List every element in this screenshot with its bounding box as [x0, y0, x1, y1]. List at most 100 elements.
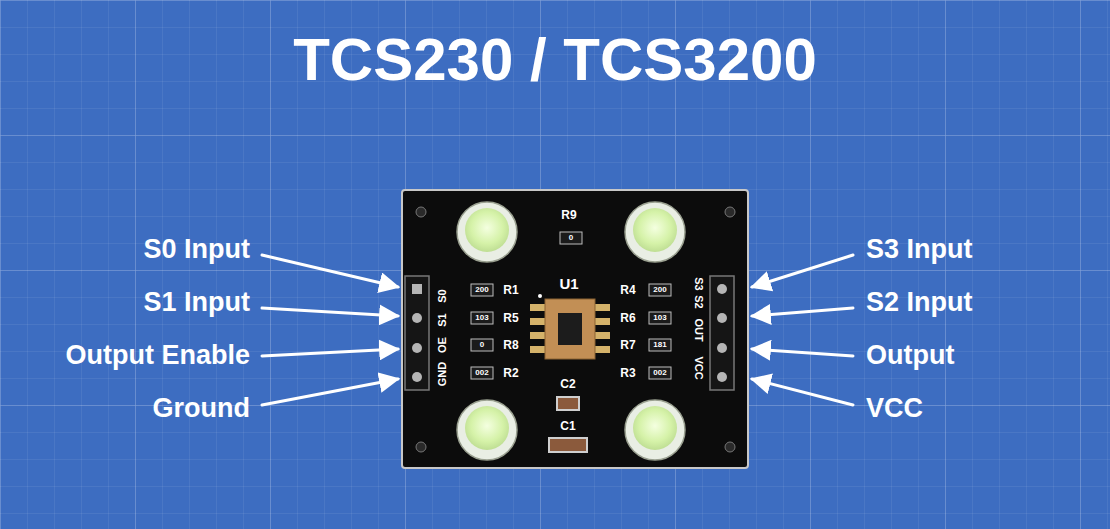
pin-callout: S3 Input [866, 236, 973, 263]
mount-hole [725, 207, 735, 217]
silkscreen-pin-label: S1 [437, 313, 448, 326]
pin-callout: S2 Input [866, 289, 973, 316]
resistor-code: 0 [480, 341, 484, 349]
ic-package [545, 299, 595, 359]
silkscreen-pin-label: S0 [437, 289, 448, 302]
ic-pin [595, 332, 610, 339]
resistor-code: 200 [653, 286, 666, 294]
silkscreen-pin-label: VCC [693, 356, 704, 379]
pin-callout: Output Enable [66, 342, 251, 369]
ic-pin [530, 318, 545, 325]
component-label: R4 [620, 284, 635, 296]
component-label: C2 [560, 378, 575, 390]
mount-hole [416, 207, 426, 217]
resistor-code: 0 [569, 234, 573, 242]
ic-pin [595, 304, 610, 311]
title: TCS230 / TCS3200 [293, 30, 817, 90]
leader-arrow [262, 255, 398, 287]
capacitor-symbol [557, 397, 579, 410]
pcb-board [402, 190, 748, 468]
led-lens [465, 208, 509, 252]
resistor-symbol [471, 312, 493, 324]
header-pin [412, 343, 422, 353]
resistor-symbol [649, 339, 671, 351]
pin-callout: S0 Input [144, 236, 251, 263]
leader-arrow [262, 308, 398, 316]
resistor-symbol [560, 232, 582, 244]
header-pin [412, 284, 422, 294]
ic-pin [595, 318, 610, 325]
leader-arrow [752, 379, 853, 405]
component-label: R6 [620, 312, 635, 324]
silkscreen-pin-label: GND [437, 362, 448, 386]
led-body [625, 400, 685, 460]
resistor-symbol [649, 312, 671, 324]
resistor-code: 181 [653, 341, 666, 349]
led [457, 400, 517, 460]
led-body [457, 202, 517, 262]
ic-pin [530, 304, 545, 311]
header-pin [717, 372, 727, 382]
component-label: R3 [620, 367, 635, 379]
header-pin [717, 343, 727, 353]
header-pin [412, 372, 422, 382]
pin1-dot [538, 294, 542, 298]
ic-pin [530, 332, 545, 339]
pin-callout: S1 Input [144, 289, 251, 316]
ic-pin [530, 346, 545, 353]
resistor-code: 002 [475, 369, 488, 377]
leader-arrow [752, 349, 853, 356]
component-label: R9 [561, 209, 576, 221]
component-label: C1 [560, 420, 575, 432]
resistor-symbol [649, 367, 671, 379]
pin-callout: VCC [866, 395, 923, 422]
pin-callout: Ground [153, 395, 250, 422]
mount-hole [416, 442, 426, 452]
resistor-symbol [471, 284, 493, 296]
header-pin [412, 313, 422, 323]
resistor-symbol [471, 339, 493, 351]
resistor-symbol [649, 284, 671, 296]
pin-callout: Output [866, 342, 954, 369]
leader-arrow [262, 349, 398, 356]
led-body [457, 400, 517, 460]
component-label: R7 [620, 339, 635, 351]
resistor-code: 103 [475, 314, 488, 322]
ic-pin [595, 346, 610, 353]
led-lens [633, 406, 677, 450]
leader-arrow [262, 379, 398, 405]
mount-hole [725, 442, 735, 452]
component-label: R8 [503, 339, 518, 351]
silkscreen-pin-label: S2 [693, 295, 704, 308]
pin-header [405, 276, 429, 390]
led-lens [465, 406, 509, 450]
header-pin [717, 284, 727, 294]
leader-arrow [752, 308, 853, 316]
led-lens [633, 208, 677, 252]
silkscreen-pin-label: S3 [693, 277, 704, 290]
led [457, 202, 517, 262]
led-body [625, 202, 685, 262]
resistor-code: 103 [653, 314, 666, 322]
resistor-symbol [471, 367, 493, 379]
capacitor-symbol [549, 438, 587, 452]
silkscreen-pin-label: OE [437, 337, 448, 353]
component-label: U1 [559, 276, 578, 291]
led [625, 202, 685, 262]
resistor-code: 200 [475, 286, 488, 294]
leader-arrow [752, 255, 853, 287]
header-pin [717, 313, 727, 323]
component-label: R5 [503, 312, 518, 324]
silkscreen-pin-label: OUT [693, 318, 704, 341]
sensor-die [558, 313, 582, 345]
pin-header [710, 276, 734, 390]
component-label: R1 [503, 284, 518, 296]
component-label: R2 [503, 367, 518, 379]
resistor-code: 002 [653, 369, 666, 377]
led [625, 400, 685, 460]
